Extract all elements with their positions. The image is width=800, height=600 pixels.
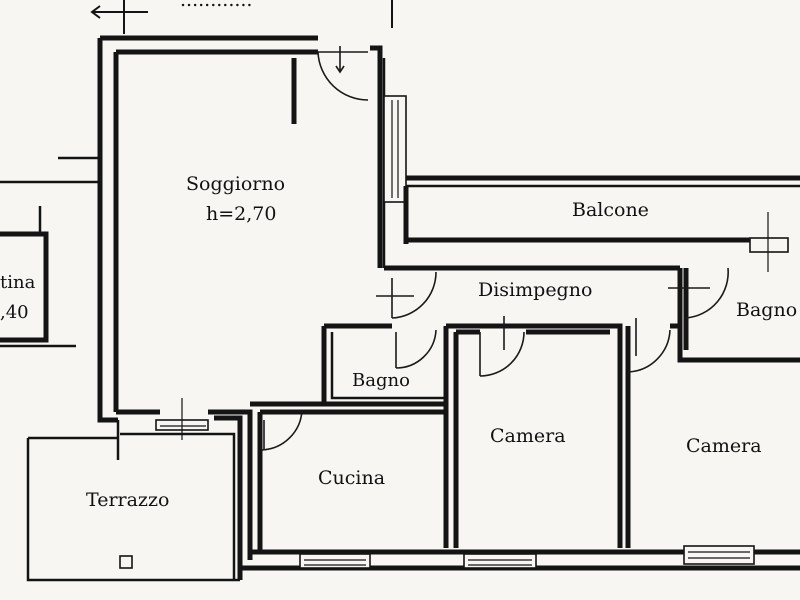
bagno-right-label: Bagno <box>736 299 797 321</box>
terrazzo-label: Terrazzo <box>86 489 169 511</box>
balcone-door-window <box>749 237 789 253</box>
bagno-small-walls <box>321 323 446 407</box>
bagno-small-label: Bagno <box>352 370 410 391</box>
cantina-label: tina <box>0 272 36 293</box>
terrazzo-drain <box>119 555 133 569</box>
camera-2-door <box>627 329 671 373</box>
disimpegno-door-left <box>391 271 437 319</box>
bagno-small-door <box>395 329 437 369</box>
terrazzo-walls <box>26 415 243 582</box>
cucina-door <box>261 409 303 451</box>
camera-2-label: Camera <box>686 435 762 457</box>
soggiorno-window <box>383 95 407 203</box>
bagno-right-door <box>685 267 729 319</box>
soggiorno-label: Soggiorno <box>186 173 285 195</box>
top-cut-label: ............ <box>180 0 252 11</box>
cantina-walls <box>0 156 100 348</box>
balcone-walls <box>384 175 800 271</box>
bottom-windows <box>299 545 755 569</box>
soggiorno-height: h=2,70 <box>206 203 276 225</box>
camera-1-door <box>479 331 525 377</box>
camera-1-label: Camera <box>490 425 566 447</box>
cucina-label: Cucina <box>318 467 385 489</box>
soggiorno-door <box>317 51 369 101</box>
cantina-height: ,40 <box>0 302 29 323</box>
disimpegno-label: Disimpegno <box>478 279 592 301</box>
camera-2-walls <box>625 323 683 548</box>
balcone-label: Balcone <box>572 199 649 221</box>
soggiorno-walls <box>97 35 386 560</box>
north-arrow <box>90 0 393 34</box>
